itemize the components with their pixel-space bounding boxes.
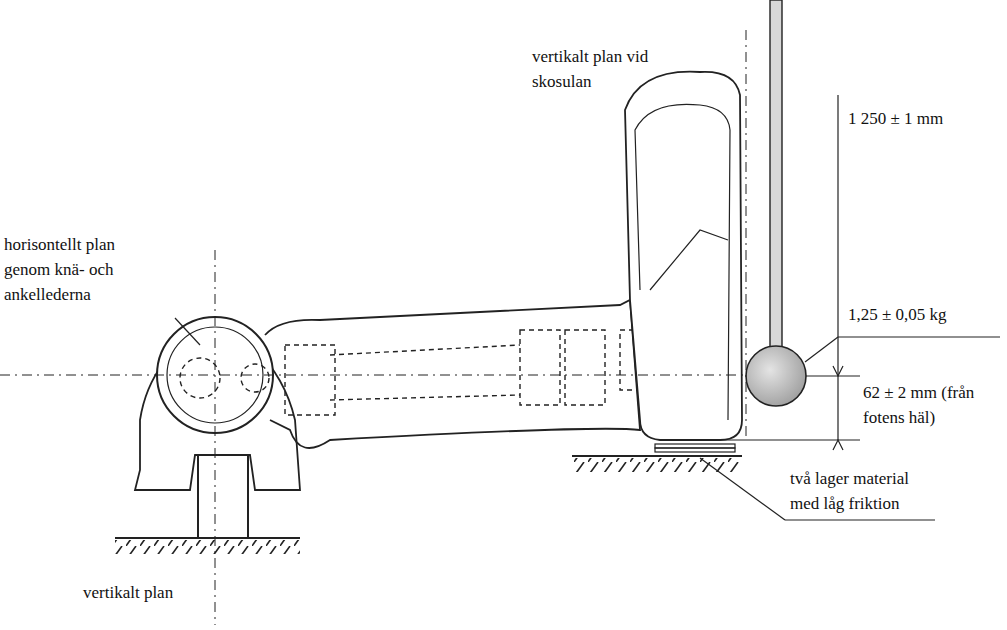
- plane-label: vertikalt plan vid skosulan: [532, 44, 682, 94]
- material-label: två lager material med låg friktion: [790, 466, 940, 516]
- dimension-label: 1 250 ± 1 mm: [848, 106, 998, 131]
- plane-label: horisontellt plan genom knä- och ankelle…: [4, 232, 136, 307]
- plane-label: vertikalt plan: [83, 580, 233, 605]
- mass-label: 1,25 ± 0,05 kg: [848, 302, 998, 327]
- dimension-label: 62 ± 2 mm (från fotens häl): [863, 380, 991, 430]
